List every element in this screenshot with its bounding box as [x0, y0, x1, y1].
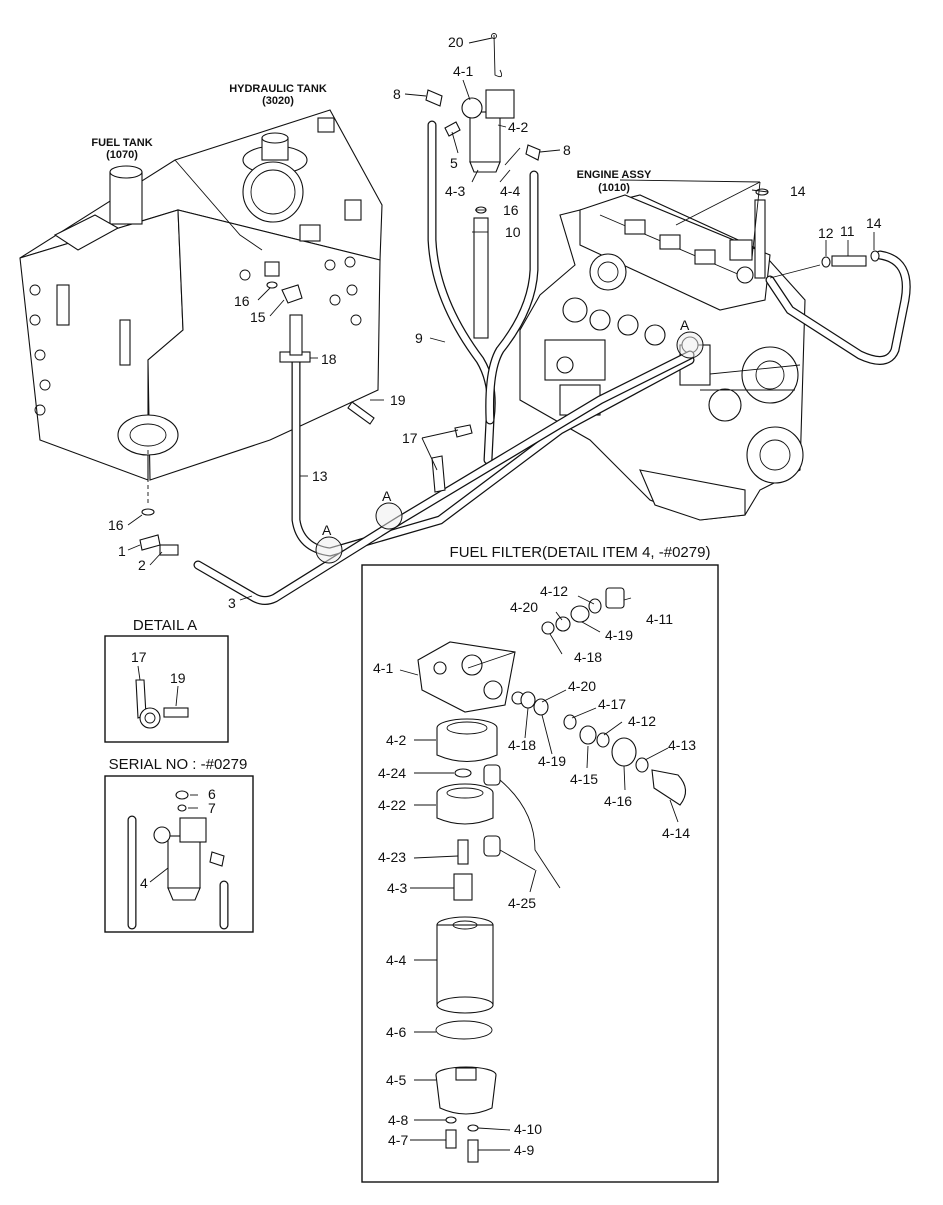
serial-label-7: 7 [208, 800, 216, 816]
serial-label-6: 6 [208, 786, 216, 802]
filter-label-4-8: 4-8 [388, 1112, 408, 1128]
part-label-14b: 14 [866, 215, 882, 231]
part-label-16c: 16 [108, 517, 124, 533]
part-label-4-4: 4-4 [500, 183, 520, 199]
serial-panel: SERIAL NO : -#0279 6 7 4 [104, 756, 254, 933]
part-label-16a: 16 [503, 202, 519, 218]
part-label-8a: 8 [393, 86, 401, 102]
filter-label-4-22: 4-22 [378, 797, 406, 813]
part-label-19: 19 [390, 392, 406, 408]
part-label-9: 9 [415, 330, 423, 346]
filter-label-4-19b: 4-19 [538, 753, 566, 769]
filter-label-4-9: 4-9 [514, 1142, 534, 1158]
filter-label-4-20a: 4-20 [510, 599, 538, 615]
filter-label-4-13: 4-13 [668, 737, 696, 753]
filter-label-4-15: 4-15 [570, 771, 598, 787]
fuel-tank-code: (1070) [106, 149, 138, 161]
part-label-13: 13 [312, 468, 328, 484]
part-label-4-2: 4-2 [508, 119, 528, 135]
detail-a-label-19: 19 [170, 670, 186, 686]
part-label-A-engine: A [680, 317, 690, 333]
detail-a-title: DETAIL A [133, 617, 197, 634]
serial-title: SERIAL NO : -#0279 [109, 756, 248, 773]
part-label-15: 15 [250, 309, 266, 325]
fuel-hoses [139, 120, 911, 605]
filter-label-4-4: 4-4 [386, 952, 406, 968]
filter-label-4-1: 4-1 [373, 660, 393, 676]
part-label-4-1: 4-1 [453, 63, 473, 79]
part-label-16b: 16 [234, 293, 250, 309]
filter-label-4-16: 4-16 [604, 793, 632, 809]
fuel-tank-drawing [19, 109, 383, 505]
filter-label-4-18b: 4-18 [508, 737, 536, 753]
part-label-17: 17 [402, 430, 418, 446]
engine-drawing [519, 194, 806, 521]
part-label-4-3: 4-3 [445, 183, 465, 199]
filter-label-4-14: 4-14 [662, 825, 690, 841]
part-label-14a: 14 [790, 183, 806, 199]
filter-label-4-20b: 4-20 [568, 678, 596, 694]
leader-lines-main [127, 37, 875, 601]
main-fuel-filter-drawing [425, 33, 541, 214]
engine-assy-name: ENGINE ASSY [577, 169, 652, 181]
part-label-A-hose-lower: A [322, 522, 332, 538]
detail-a-panel: DETAIL A 17 19 [104, 617, 229, 743]
filter-label-4-12b: 4-12 [628, 713, 656, 729]
part-label-5: 5 [450, 155, 458, 171]
part-label-3: 3 [228, 595, 236, 611]
filter-label-4-7: 4-7 [388, 1132, 408, 1148]
filter-label-4-23: 4-23 [378, 849, 406, 865]
filter-label-4-10: 4-10 [514, 1121, 542, 1137]
filter-label-4-18a: 4-18 [574, 649, 602, 665]
part-label-12: 12 [818, 225, 834, 241]
part-label-2: 2 [138, 557, 146, 573]
filter-label-4-11: 4-11 [646, 611, 673, 627]
fuel-tank-name: FUEL TANK [91, 137, 152, 149]
filter-label-4-24: 4-24 [378, 765, 406, 781]
part-label-18: 18 [321, 351, 337, 367]
filter-label-4-12a: 4-12 [540, 583, 568, 599]
filter-label-4-2: 4-2 [386, 732, 406, 748]
filter-label-4-25: 4-25 [508, 895, 536, 911]
hydraulic-tank-name: HYDRAULIC TANK [229, 83, 327, 95]
assembly-labels: HYDRAULIC TANK (3020) FUEL TANK (1070) E… [91, 83, 652, 194]
leader-lines-filter [399, 595, 679, 1151]
part-label-A-hose-upper: A [382, 488, 392, 504]
serial-label-4: 4 [140, 875, 148, 891]
engine-assy-code: (1010) [598, 182, 630, 194]
filter-label-4-19a: 4-19 [605, 627, 633, 643]
filter-label-4-17: 4-17 [598, 696, 626, 712]
part-number-labels-main: 20 4-1 8 4-2 5 8 4-3 4-4 16 10 14 12 11 … [108, 34, 882, 611]
part-label-10: 10 [505, 224, 521, 240]
hydraulic-tank-code: (3020) [262, 95, 294, 107]
fuel-filter-panel: FUEL FILTER(DETAIL ITEM 4, -#0279) [361, 544, 719, 1183]
part-label-20: 20 [448, 34, 464, 50]
filter-label-4-3: 4-3 [387, 880, 407, 896]
filter-label-4-5: 4-5 [386, 1072, 406, 1088]
part-label-8b: 8 [563, 142, 571, 158]
filter-label-4-6: 4-6 [386, 1024, 406, 1040]
detail-a-label-17: 17 [131, 649, 147, 665]
fuel-filter-title: FUEL FILTER(DETAIL ITEM 4, -#0279) [450, 544, 711, 561]
part-label-1: 1 [118, 543, 126, 559]
part-label-11: 11 [840, 223, 855, 239]
